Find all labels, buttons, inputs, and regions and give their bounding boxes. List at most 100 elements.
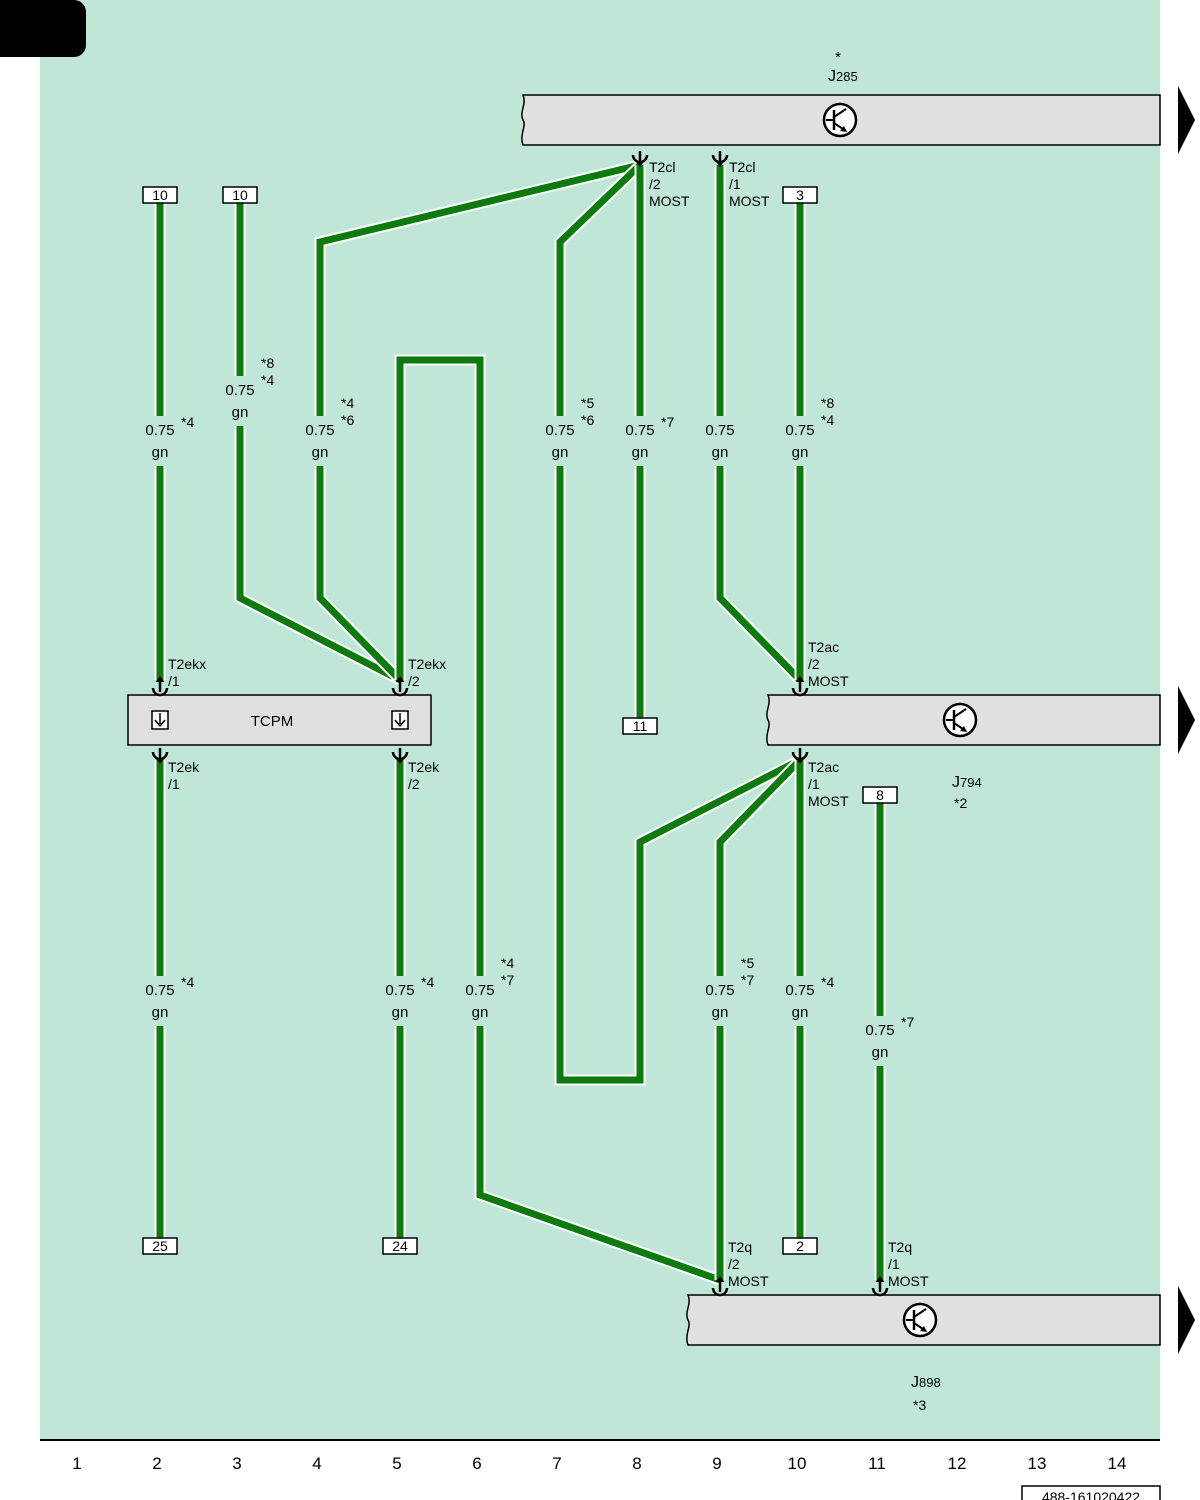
wire-note: *4 [421, 974, 434, 990]
wire-color: gn [792, 444, 809, 461]
wire-note: *4 [341, 395, 354, 411]
wire-size: 0.75 [785, 982, 814, 999]
svg-text:MOST: MOST [808, 793, 849, 809]
ref-c5-bottom: 24 [382, 1237, 418, 1255]
continue-arrow-j794 [1178, 686, 1195, 754]
svg-text:/2: /2 [808, 656, 820, 672]
svg-text:24: 24 [392, 1238, 408, 1254]
j285-note: * [835, 49, 841, 66]
column-3: 3 [232, 1454, 241, 1473]
j794-note: *2 [954, 795, 967, 811]
svg-text:T2ac: T2ac [808, 639, 839, 655]
svg-text:T2ac: T2ac [808, 759, 839, 775]
wire-note: *6 [341, 412, 354, 428]
column-14: 14 [1108, 1454, 1127, 1473]
tcpm-pin1-icon [151, 710, 169, 730]
svg-text:/1: /1 [168, 776, 180, 792]
wire-w10 [394, 354, 722, 1286]
wire-w6 [714, 165, 804, 684]
wire-note: *8 [261, 355, 274, 371]
connector-label-t2ek1: T2ek/1 [168, 759, 200, 792]
wire-color: gn [232, 404, 249, 421]
wire-w2 [234, 203, 403, 685]
svg-text:/2: /2 [408, 673, 420, 689]
wire-label-w2: 0.75 gn *8*4 [222, 355, 274, 426]
svg-text:T2cl: T2cl [649, 159, 675, 175]
wire-note: *7 [901, 1014, 914, 1030]
ref-c10-top: 3 [782, 186, 818, 204]
wire-w4 [554, 161, 803, 1086]
wire-size: 0.75 [145, 982, 174, 999]
wire-size: 0.75 [785, 422, 814, 439]
wire-size: 0.75 [865, 1022, 894, 1039]
wire-color: gn [712, 444, 729, 461]
wire-size: 0.75 [625, 422, 654, 439]
column-13: 13 [1028, 1454, 1047, 1473]
wire-note: *4 [261, 372, 274, 388]
column-12: 12 [948, 1454, 967, 1473]
wire-note: *7 [741, 972, 754, 988]
wire-note: *4 [821, 412, 834, 428]
svg-text:/2: /2 [728, 1256, 740, 1272]
wire-note: *6 [581, 412, 594, 428]
wire-color: gn [392, 1004, 409, 1021]
wire-size: 0.75 [305, 422, 334, 439]
ref-c8-mid: 11 [622, 717, 658, 735]
j285-label: J285 [828, 68, 858, 85]
column-8: 8 [632, 1454, 641, 1473]
wire-note: *7 [661, 414, 674, 430]
ref-c11-mid: 8 [862, 786, 898, 804]
pin-1-icon [711, 151, 729, 167]
wire-size: 0.75 [705, 422, 734, 439]
diagram-id: 488-161020422 [1042, 1489, 1140, 1500]
connector-label-t2ek2: T2ek/2 [408, 759, 440, 792]
tcpm-body [127, 694, 432, 746]
column-5: 5 [392, 1454, 401, 1473]
wire-size: 0.75 [145, 422, 174, 439]
j898-label: J898 [911, 1374, 941, 1391]
wire-note: *5 [741, 955, 754, 971]
pin-7-icon [791, 748, 809, 764]
tcpm-pin2-icon [391, 710, 409, 730]
svg-text:/1: /1 [808, 776, 820, 792]
wire-note: *7 [501, 972, 514, 988]
svg-text:T2cl: T2cl [729, 159, 755, 175]
ref-c2-bottom: 25 [142, 1237, 178, 1255]
j898-note: *3 [913, 1397, 926, 1413]
wire-color: gn [312, 444, 329, 461]
svg-text:10: 10 [232, 187, 248, 203]
wire-label-w6: 0.75 gn [702, 416, 738, 466]
svg-text:25: 25 [152, 1238, 168, 1254]
svg-text:3: 3 [796, 187, 804, 203]
page-tab-square [0, 0, 40, 57]
wire-color: gn [472, 1004, 489, 1021]
connector-label-t2ekx1: T2ekx/1 [168, 656, 206, 689]
column-4: 4 [312, 1454, 321, 1473]
pin-2-icon [151, 676, 169, 697]
wire-color: gn [712, 1004, 729, 1021]
ref-c2-top: 10 [142, 186, 178, 204]
pin-0-icon [631, 151, 649, 167]
pin-9-icon [871, 1276, 889, 1297]
svg-text:MOST: MOST [728, 1273, 769, 1289]
column-1: 1 [72, 1454, 81, 1473]
wire-color: gn [152, 1004, 169, 1021]
ref-c10-bottom: 2 [782, 1237, 818, 1255]
wire-color: gn [152, 444, 169, 461]
wire-size: 0.75 [225, 382, 254, 399]
column-2: 2 [152, 1454, 161, 1473]
svg-text:T2ekx: T2ekx [168, 656, 206, 672]
svg-text:/1: /1 [888, 1256, 900, 1272]
svg-text:10: 10 [152, 187, 168, 203]
connector-label-t2ekx2: T2ekx/2 [408, 656, 446, 689]
wire-note: *4 [501, 955, 514, 971]
